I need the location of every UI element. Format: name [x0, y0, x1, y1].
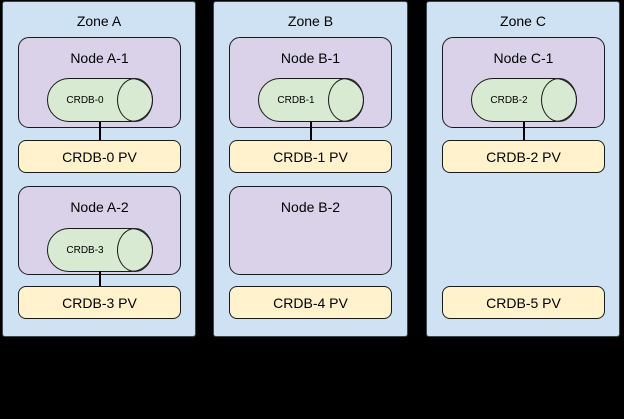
crdb-0-pod-label: CRDB-0	[66, 94, 104, 106]
pv-crdb-1-label: CRDB-1 PV	[273, 148, 348, 165]
node-b2-label: Node B-2	[280, 199, 341, 215]
pv-crdb-5-unattached: CRDB-5 PV	[442, 286, 605, 319]
pv-crdb-4-unattached: CRDB-4 PV	[229, 286, 392, 319]
crdb-1-pod-label: CRDB-1	[277, 94, 315, 106]
connector-node-a1-to-pv	[99, 122, 101, 141]
crdb-3-pod-label: CRDB-3	[66, 244, 104, 256]
pv-crdb-0: CRDB-0 PV	[18, 140, 181, 173]
crdb-2-pod-label: CRDB-2	[490, 94, 528, 106]
pv-crdb-2: CRDB-2 PV	[442, 140, 605, 173]
pv-crdb-5-label: CRDB-5 PV	[486, 294, 561, 311]
zone-b-container: Zone B Node B-1 CRDB-1 CRDB-1 PV Node B-…	[213, 1, 408, 337]
node-b1-label: Node B-1	[280, 50, 341, 66]
cylinder-cap-icon	[117, 228, 153, 272]
node-a1-label: Node A-1	[70, 50, 129, 66]
zone-b-label: Zone B	[287, 13, 334, 29]
connector-node-a2-to-pv	[99, 271, 101, 287]
crdb-0-pod-cylinder: CRDB-0	[47, 78, 153, 122]
crdb-2-pod-cylinder: CRDB-2	[471, 78, 577, 122]
pv-crdb-3-label: CRDB-3 PV	[62, 294, 137, 311]
zone-c-label: Zone C	[500, 13, 546, 29]
connector-node-b1-to-pv	[310, 122, 312, 141]
zone-c-container: Zone C Node C-1 CRDB-2 CRDB-2 PV CRDB-5 …	[426, 1, 620, 337]
node-a2-label: Node A-2	[70, 199, 129, 215]
pv-crdb-3: CRDB-3 PV	[18, 286, 181, 319]
crdb-1-pod-cylinder: CRDB-1	[258, 78, 364, 122]
node-b2-empty: Node B-2	[229, 186, 392, 275]
node-c1-label: Node C-1	[493, 50, 554, 66]
cylinder-cap-icon	[541, 78, 577, 122]
crdb-3-pod-cylinder: CRDB-3	[47, 228, 153, 272]
zone-a-container: Zone A Node A-1 CRDB-0 CRDB-0 PV Node A-…	[2, 1, 196, 337]
cylinder-cap-icon	[328, 78, 364, 122]
pv-crdb-0-label: CRDB-0 PV	[62, 148, 137, 165]
pv-crdb-4-label: CRDB-4 PV	[273, 294, 348, 311]
zone-a-label: Zone A	[76, 13, 122, 29]
pv-crdb-1: CRDB-1 PV	[229, 140, 392, 173]
connector-node-c1-to-pv	[523, 122, 525, 141]
cylinder-cap-icon	[117, 78, 153, 122]
pv-crdb-2-label: CRDB-2 PV	[486, 148, 561, 165]
